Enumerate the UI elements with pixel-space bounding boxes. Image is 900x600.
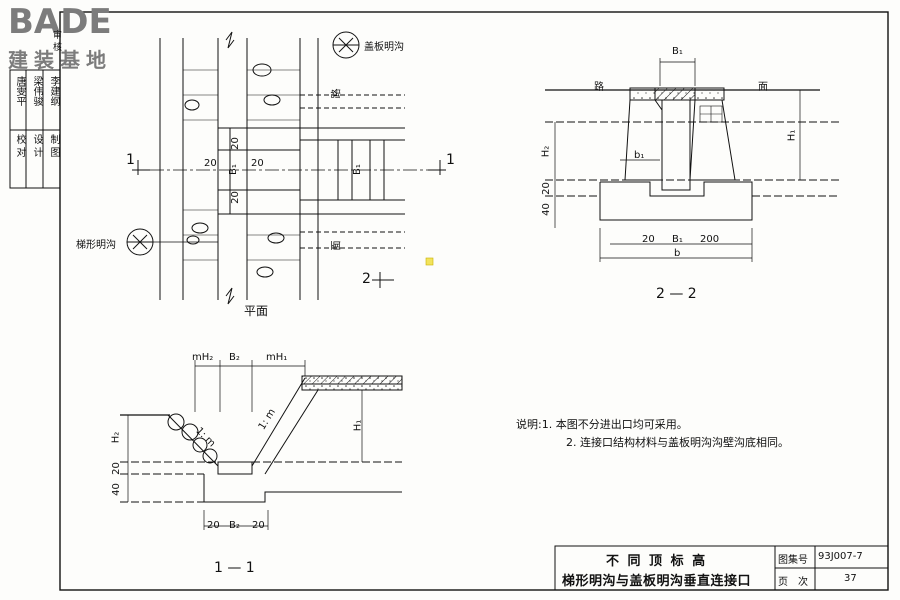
s11-b2: B₂ bbox=[229, 352, 240, 363]
s11-bottom-b2: B₂ bbox=[229, 520, 240, 531]
s11-bottom-20-a: 20 bbox=[207, 520, 220, 531]
stamp-name-2: 梁伟骏 bbox=[31, 76, 42, 106]
plan-dim-b1: B₁ bbox=[227, 164, 239, 175]
plan-dim-20-d: 20 bbox=[229, 191, 241, 204]
plan-caption: 平面 bbox=[244, 304, 269, 318]
s22-b-total: b bbox=[674, 248, 681, 259]
section-2-2 bbox=[545, 58, 840, 262]
plan-dim-20-b: 20 bbox=[251, 158, 264, 169]
stamp-corner: 审 核 bbox=[51, 30, 61, 51]
label-cover-ditch: 盖板明沟 bbox=[364, 42, 404, 53]
plan-road-top: 路 bbox=[331, 88, 343, 99]
title-block bbox=[554, 545, 889, 591]
s11-d40: 40 bbox=[110, 483, 122, 496]
title-line-2: 梯形明沟与盖板明沟垂直连接口 bbox=[562, 574, 752, 589]
plan-dim-20-c: 20 bbox=[229, 137, 241, 150]
s22-road: 路 bbox=[594, 82, 604, 93]
s22-b1-small: b₁ bbox=[634, 150, 645, 161]
s11-h1: H₁ bbox=[352, 419, 364, 432]
page-label: 页 次 bbox=[778, 577, 808, 588]
section-1-1 bbox=[120, 360, 403, 530]
s11-caption: 1 — 1 bbox=[214, 560, 255, 576]
s11-bottom-20-b: 20 bbox=[252, 520, 265, 531]
atlas-label: 图集号 bbox=[778, 555, 808, 566]
page-value: 37 bbox=[844, 573, 857, 584]
s22-d40: 40 bbox=[540, 203, 552, 216]
s22-surface: 面 bbox=[758, 82, 768, 93]
plan-road-bottom: 面 bbox=[331, 240, 343, 251]
cut-2: 2 bbox=[362, 271, 371, 287]
s22-h1: H₁ bbox=[786, 129, 798, 142]
s22-b1-top: B₁ bbox=[672, 46, 683, 57]
stamp-row-1: 校 对 bbox=[14, 134, 25, 158]
plan-view bbox=[126, 31, 446, 305]
highlight-marker bbox=[425, 257, 434, 266]
s11-h2: H₂ bbox=[110, 431, 122, 444]
stamp-name-3: 李建纲 bbox=[48, 76, 59, 106]
s22-bottom-200: 200 bbox=[700, 234, 720, 245]
s22-bottom-20: 20 bbox=[642, 234, 655, 245]
s22-h2: H₂ bbox=[540, 145, 552, 158]
note-line-2: 2. 连接口结构材料与盖板明沟沟壁沟底相同。 bbox=[566, 436, 789, 449]
s11-d20: 20 bbox=[110, 462, 122, 475]
cut-1-right: 1 bbox=[446, 152, 455, 168]
plan-dim-20-a: 20 bbox=[204, 158, 217, 169]
side-stamp bbox=[9, 69, 61, 189]
note-line-1: 说明:1. 本图不分进出口均可采用。 bbox=[516, 418, 688, 431]
plan-dim-b1-cover: B₁ bbox=[351, 164, 363, 175]
label-trapezoid-ditch: 梯形明沟 bbox=[76, 240, 116, 251]
watermark-brand: BADE bbox=[8, 2, 112, 42]
stamp-row-2: 设 计 bbox=[31, 134, 42, 158]
stamp-name-1: 唐雯平 bbox=[14, 76, 25, 106]
stamp-row-3: 制 图 bbox=[48, 134, 59, 158]
s22-bottom-b1: B₁ bbox=[672, 234, 683, 245]
atlas-value: 93J007-7 bbox=[818, 551, 863, 562]
s22-d20: 20 bbox=[540, 182, 552, 195]
s11-mh2: mH₂ bbox=[192, 352, 214, 363]
s11-mh1: mH₁ bbox=[266, 352, 288, 363]
watermark-subtitle: 建装基地 bbox=[8, 48, 112, 72]
cut-1-left: 1 bbox=[126, 152, 135, 168]
s22-caption: 2 — 2 bbox=[656, 286, 697, 302]
title-line-1: 不 同 顶 标 高 bbox=[606, 554, 708, 569]
